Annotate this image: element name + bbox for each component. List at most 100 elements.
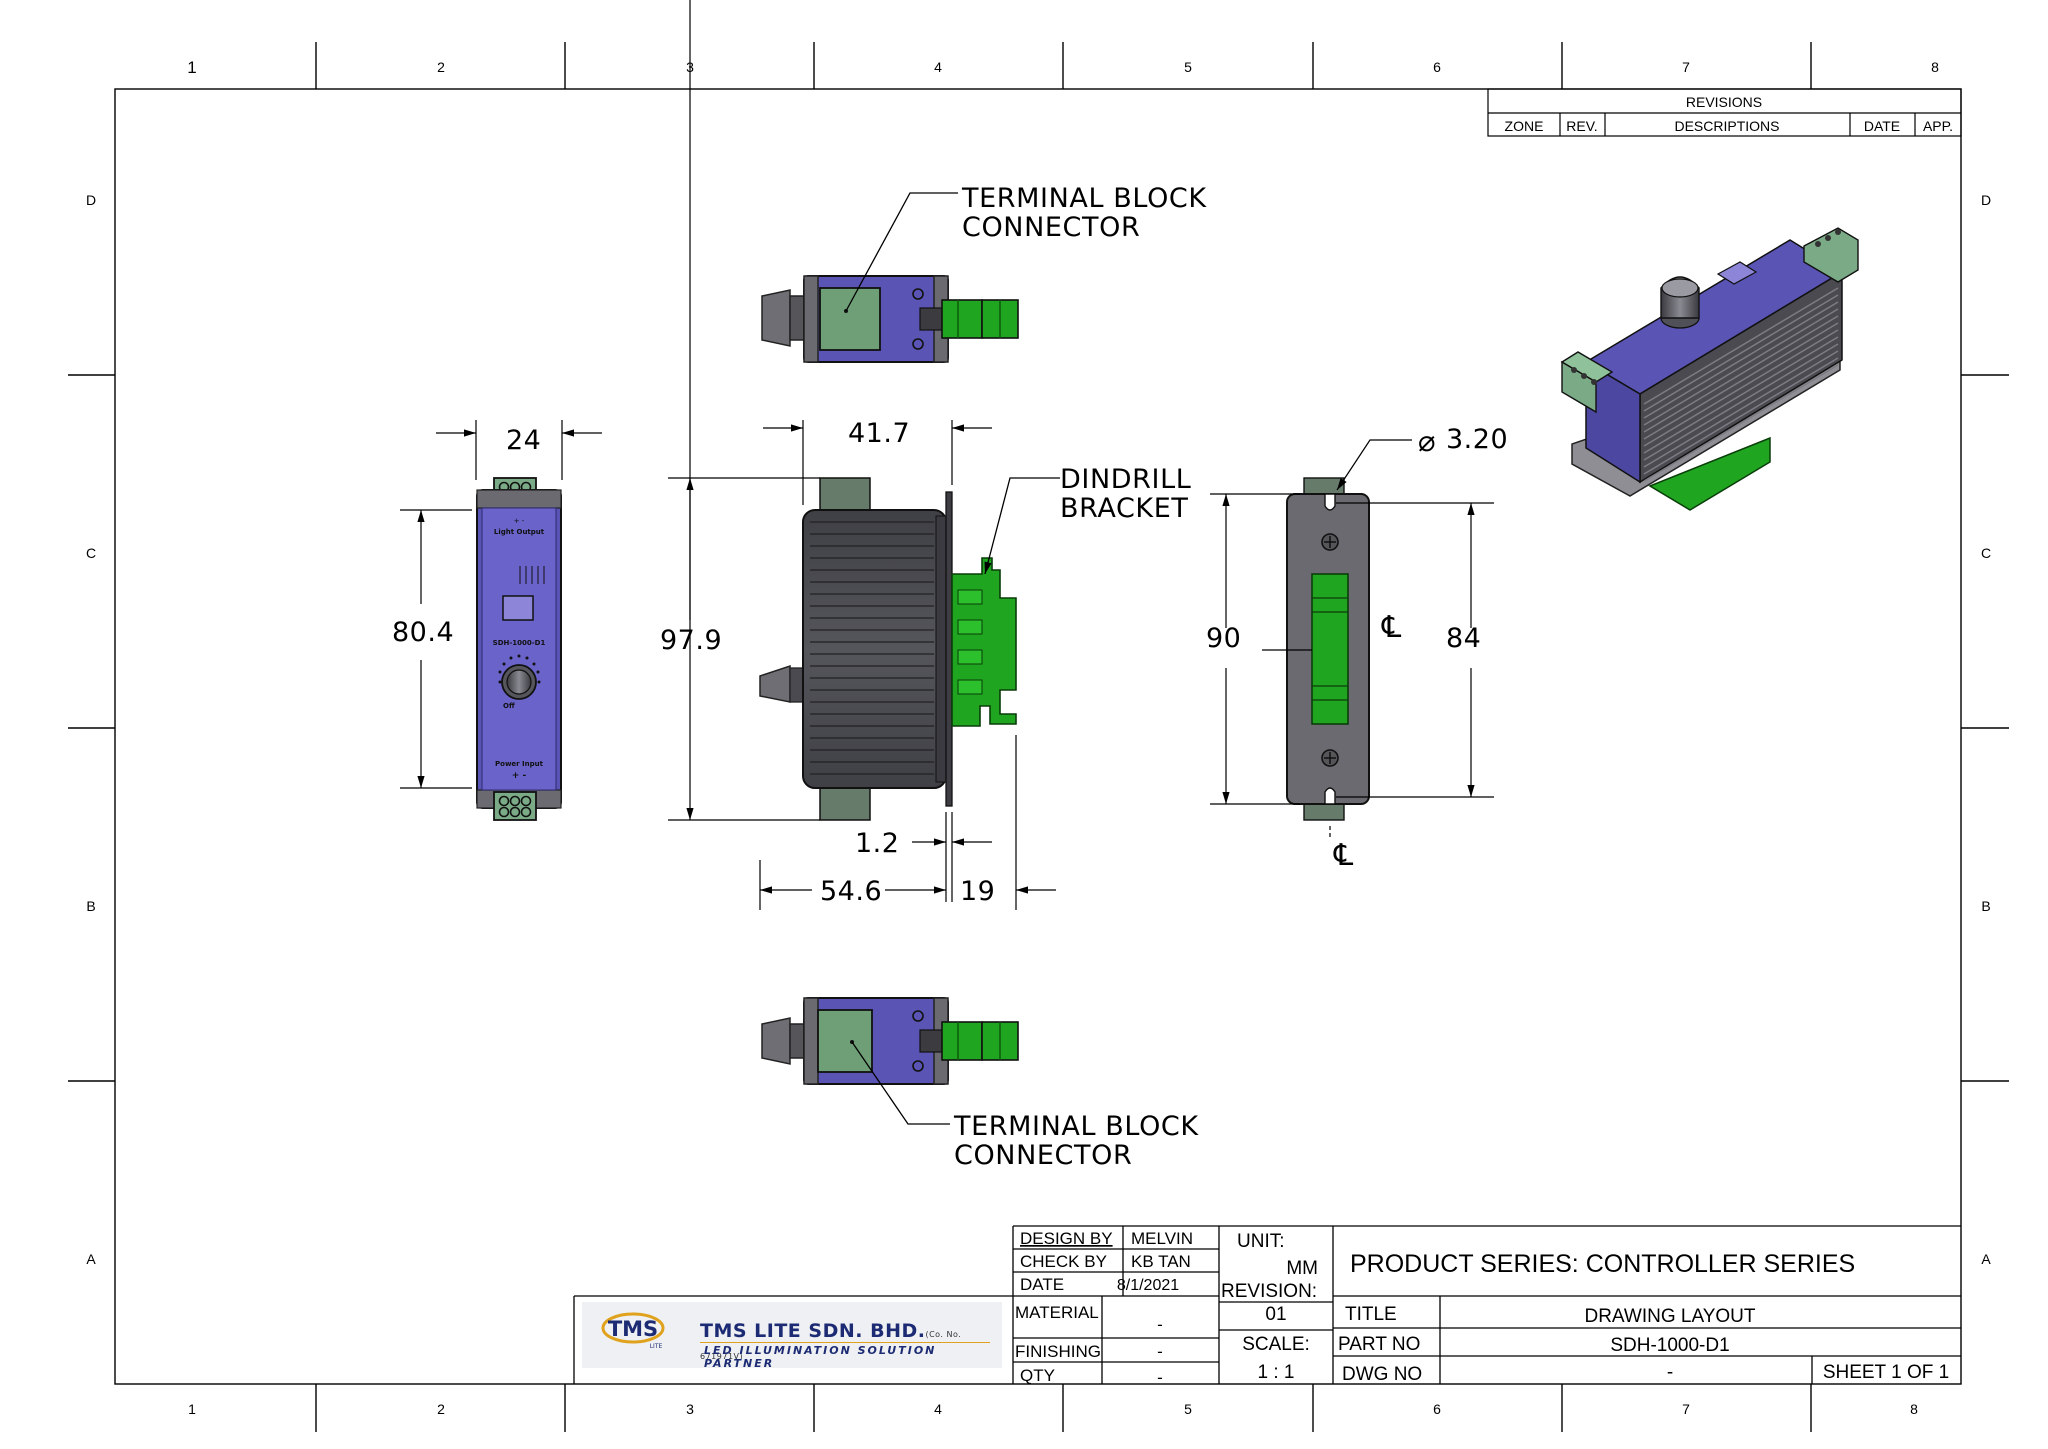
tb-title: DRAWING LAYOUT: [1584, 1306, 1755, 1327]
zone-col-4-top: 4: [934, 59, 942, 75]
tb-sheet: SHEET 1 OF 1: [1823, 1362, 1949, 1383]
front-label-plus-minus-top: + -: [514, 517, 525, 525]
dim-side-depth: 41.7: [848, 418, 911, 449]
tb-scale-label: SCALE:: [1242, 1334, 1310, 1355]
iso-heatsink-fin: [1643, 315, 1839, 433]
revisions-col-zone: ZONE: [1505, 118, 1544, 134]
iso-heatsink-fin: [1643, 343, 1839, 461]
dim-hole-spacing: 84: [1446, 623, 1482, 654]
front-label-plus-minus-bottom: + -: [512, 771, 527, 781]
zone-col-6-top: 6: [1433, 59, 1441, 75]
tb-finishing-label: FINISHING: [1015, 1342, 1101, 1361]
tb-unit: MM: [1286, 1258, 1318, 1279]
rear-dimensions: [1210, 439, 1494, 840]
callout-din-bracket: [984, 477, 1060, 575]
zone-col-8-bottom: 8: [1910, 1401, 1918, 1417]
zone-col-8-top: 8: [1931, 59, 1939, 75]
zone-col-5-bottom: 5: [1184, 1401, 1192, 1417]
note-terminal-bottom: TERMINAL BLOCK CONNECTOR: [954, 1112, 1199, 1170]
iso-heatsink-fin: [1643, 357, 1839, 475]
note-din-line2: BRACKET: [1060, 493, 1189, 524]
tb-date: 8/1/2021: [1117, 1277, 1179, 1294]
iso-heatsink-fin: [1643, 364, 1839, 482]
zone-col-2-top: 2: [437, 59, 445, 75]
tms-logo-icon: TMS LITE: [601, 1312, 665, 1350]
zone-row-a-right: A: [1981, 1251, 1991, 1267]
zone-col-4-bottom: 4: [934, 1401, 942, 1417]
title-block-text: DESIGN BY MELVIN CHECK BY KB TAN DATE 8/…: [1015, 1229, 1949, 1387]
callout-terminal-bottom: [851, 1041, 950, 1125]
tb-revision: 01: [1265, 1304, 1286, 1325]
revisions-title: REVISIONS: [1686, 94, 1762, 110]
front-label-light-output: Light Output: [494, 528, 545, 536]
tb-revision-label: REVISION:: [1221, 1281, 1317, 1302]
revisions-table: REVISIONS ZONE REV. DESCRIPTIONS DATE AP…: [1487, 88, 1962, 137]
rear-view: [1286, 477, 1370, 821]
note-terminal-bottom-line2: CONNECTOR: [954, 1140, 1133, 1171]
zone-row-b-right: B: [1981, 898, 1990, 914]
zone-col-1-top: 1: [187, 58, 196, 77]
revisions-col-app: APP.: [1923, 118, 1953, 134]
dim-hole-diameter-symbol: ⌀: [1418, 424, 1436, 458]
tb-material: -: [1157, 1315, 1163, 1334]
front-label-off: Off: [503, 702, 515, 710]
note-terminal-top-line1: TERMINAL BLOCK: [962, 183, 1207, 214]
front-label-model: SDH-1000-D1: [493, 639, 546, 647]
iso-heatsink-fin: [1643, 287, 1839, 405]
tb-date-label: DATE: [1020, 1275, 1064, 1294]
logo-text: TMS: [608, 1317, 658, 1341]
dim-bracket-depth: 19: [960, 876, 996, 907]
zone-col-7-top: 7: [1682, 59, 1690, 75]
company-logo-panel: TMS LITE TMS LITE SDN. BHD.(Co. No. 6719…: [582, 1302, 1002, 1370]
tb-material-label: MATERIAL: [1015, 1303, 1099, 1322]
tb-qty: -: [1157, 1368, 1163, 1387]
centerline-mark-side: ℄: [1382, 610, 1402, 645]
tb-unit-label: UNIT:: [1237, 1231, 1285, 1252]
dim-total-depth: 54.6: [820, 876, 883, 907]
front-view: + - Light Output SDH-1000-D1 Off Power I…: [476, 477, 562, 821]
tb-design-by: MELVIN: [1131, 1229, 1193, 1248]
dim-front-width: 24: [506, 425, 542, 456]
revisions-col-date: DATE: [1864, 118, 1900, 134]
tb-design-by-label: DESIGN BY: [1020, 1229, 1113, 1248]
tb-title-label: TITLE: [1345, 1304, 1397, 1325]
front-dimensions: [400, 420, 602, 789]
note-terminal-top-line2: CONNECTOR: [962, 212, 1141, 243]
drawing-frame: [68, 42, 2009, 1432]
front-label-power-input: Power Input: [495, 760, 544, 768]
iso-heatsink-fins: [1643, 287, 1839, 482]
side-dimensions: [668, 0, 1056, 910]
dim-hole-diameter: 3.20: [1446, 424, 1509, 455]
zone-row-a-left: A: [86, 1251, 96, 1267]
tb-part-no-label: PART NO: [1338, 1334, 1420, 1355]
title-block-frame: [573, 1225, 1961, 1384]
bottom-view: [761, 997, 1019, 1085]
side-view: [759, 477, 1017, 821]
zone-col-2-bottom: 2: [437, 1401, 445, 1417]
iso-heatsink-fin: [1643, 301, 1839, 419]
zone-col-3-bottom: 3: [686, 1401, 694, 1417]
tb-qty-label: QTY: [1020, 1366, 1055, 1385]
logo-sub: LITE: [650, 1343, 663, 1350]
zone-row-d-left: D: [86, 192, 96, 208]
note-terminal-top: TERMINAL BLOCK CONNECTOR: [962, 184, 1207, 242]
tb-check-by-label: CHECK BY: [1020, 1252, 1107, 1271]
tb-finishing: -: [1157, 1342, 1163, 1361]
heatsink-fins: [810, 521, 934, 775]
company-reg-no: (Co. No. 671971V): [700, 1330, 962, 1361]
dim-plate-thickness: 1.2: [855, 828, 900, 859]
note-terminal-bottom-line1: TERMINAL BLOCK: [954, 1111, 1199, 1142]
tb-part-no: SDH-1000-D1: [1610, 1335, 1729, 1356]
dim-side-height: 97.9: [660, 625, 723, 656]
iso-heatsink-fin: [1643, 322, 1839, 440]
iso-heatsink-fin: [1643, 336, 1839, 454]
company-name: TMS LITE SDN. BHD.(Co. No. 671971V): [700, 1320, 1002, 1364]
callout-terminal-top: [845, 192, 958, 312]
iso-heatsink-fin: [1643, 329, 1839, 447]
zone-row-c-left: C: [86, 545, 96, 561]
dim-front-height: 80.4: [392, 617, 455, 648]
centerline-mark-bottom: ℄: [1334, 838, 1354, 873]
isometric-view: [1560, 227, 1859, 511]
note-din-bracket: DINDRILL BRACKET: [1060, 465, 1191, 523]
revisions-col-descriptions: DESCRIPTIONS: [1674, 118, 1779, 134]
